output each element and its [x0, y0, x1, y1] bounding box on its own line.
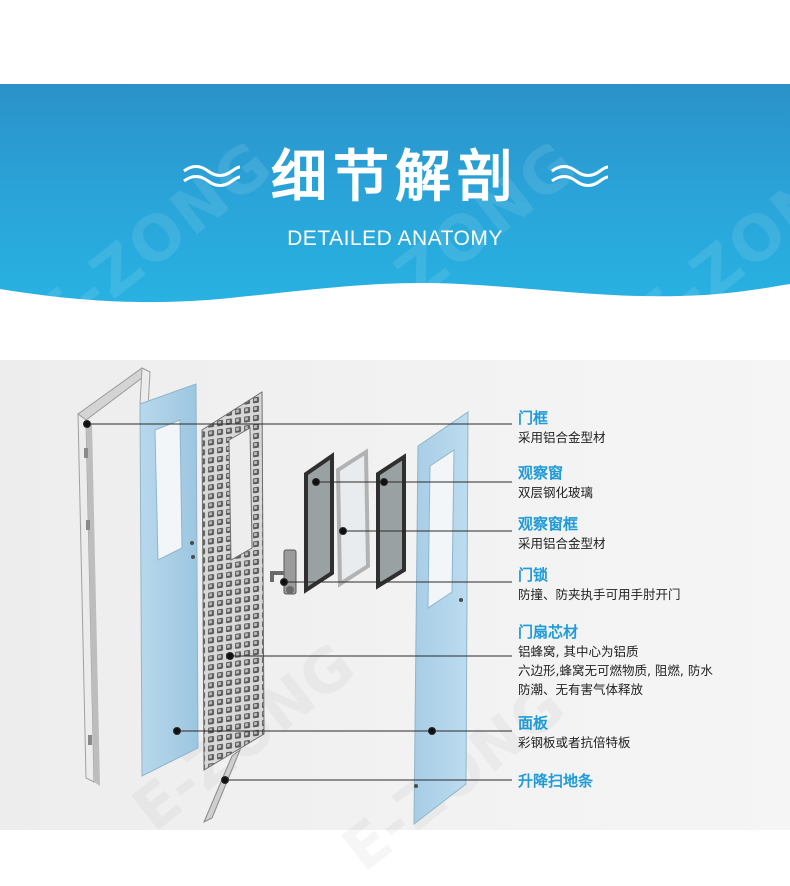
label-title: 面板 [518, 714, 549, 732]
label-observation-window: 观察窗 双层钢化玻璃 [518, 463, 593, 502]
label-title: 观察窗 [518, 464, 564, 482]
label-desc: 防潮、无有害气体释放 [518, 682, 644, 697]
label-desc: 双层钢化玻璃 [518, 485, 594, 500]
honeycomb-core [201, 391, 265, 771]
label-window-frame: 观察窗框 采用铝合金型材 [518, 514, 606, 553]
label-desc: 采用铝合金型材 [518, 430, 606, 445]
label-desc: 铝蜂窝, 其中心为铝质 [518, 644, 639, 659]
left-wave-decoration [183, 165, 241, 187]
label-desc: 六边形,蜂窝无可燃物质, 阻燃, 防水 [518, 663, 713, 678]
observation-window [304, 448, 406, 594]
leader-lines [83, 420, 512, 784]
door-frame [77, 367, 151, 786]
label-door-core: 门扇芯材 铝蜂窝, 其中心为铝质 六边形,蜂窝无可燃物质, 阻燃, 防水 防潮、… [518, 622, 713, 699]
label-title: 门框 [518, 409, 549, 427]
section-title: 细节解剖 [271, 145, 519, 210]
right-wave-decoration [551, 165, 609, 187]
label-title: 门锁 [518, 566, 549, 584]
banner-bottom-wave [0, 283, 790, 322]
label-door-lock: 门锁 防撞、防夹执手可用手肘开门 [518, 565, 681, 604]
label-desc: 防撞、防夹执手可用手肘开门 [518, 587, 681, 602]
label-door-frame: 门框 采用铝合金型材 [518, 408, 606, 447]
anatomy-panel: E-ZONG E-ZONG [0, 360, 790, 830]
label-desc: 采用铝合金型材 [518, 536, 606, 551]
header-banner: E-ZONG E-ZONG E-ZONG [0, 84, 790, 322]
label-title: 门扇芯材 [518, 623, 579, 641]
label-title: 升降扫地条 [518, 772, 594, 790]
label-panel: 面板 彩钢板或者抗倍特板 [518, 713, 631, 752]
sweep-strip [203, 748, 242, 824]
label-desc: 彩钢板或者抗倍特板 [518, 735, 631, 750]
label-title: 观察窗框 [518, 515, 579, 533]
label-sweep-strip: 升降扫地条 [518, 771, 593, 791]
section-subtitle: DETAILED ANATOMY [287, 227, 503, 250]
front-panel [139, 383, 199, 777]
back-panel [413, 411, 469, 826]
door-lock [270, 549, 297, 595]
